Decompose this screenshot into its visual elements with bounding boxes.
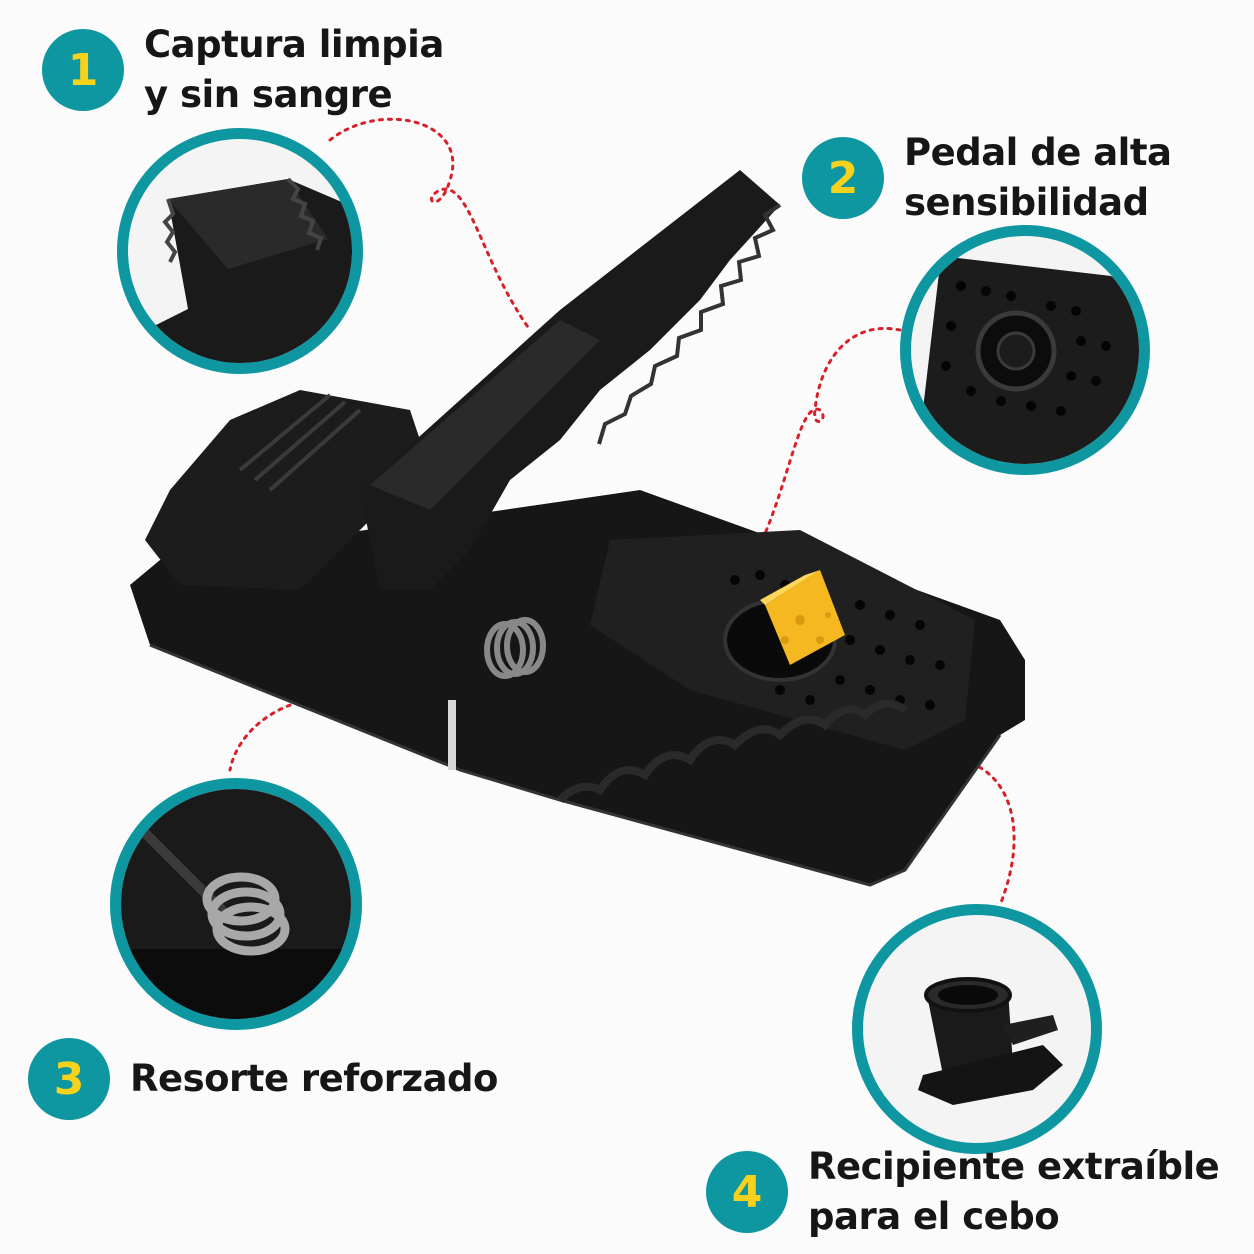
- feature-4: 4 Recipiente extraíble para el cebo: [706, 1142, 1220, 1242]
- feature-1-badge: 1: [42, 29, 124, 111]
- cheese-icon: [760, 570, 845, 665]
- detail-circle-spring: [110, 778, 362, 1030]
- feature-2-line2: sensibilidad: [904, 181, 1149, 224]
- bait-cup-icon: [918, 977, 1063, 1105]
- spring-closeup-icon: [121, 789, 351, 1019]
- detail-circle-bait-cup: [852, 904, 1102, 1154]
- feature-1-label: Captura limpia y sin sangre: [144, 20, 444, 120]
- feature-1-line1: Captura limpia: [144, 23, 444, 66]
- feature-4-line2: para el cebo: [808, 1195, 1060, 1238]
- feature-2-badge: 2: [802, 137, 884, 219]
- connector-1: [328, 117, 532, 332]
- feature-4-label: Recipiente extraíble para el cebo: [808, 1142, 1220, 1242]
- detail-circle-jaw: [117, 128, 363, 374]
- jaw-closeup-icon: [128, 177, 352, 363]
- feature-3-badge: 3: [28, 1038, 110, 1120]
- feature-4-badge: 4: [706, 1151, 788, 1233]
- feature-2: 2 Pedal de alta sensibilidad: [802, 128, 1172, 228]
- feature-1-line2: y sin sangre: [144, 73, 393, 116]
- feature-3-line1: Resorte reforzado: [130, 1057, 498, 1100]
- connector-2: [758, 327, 902, 547]
- feature-2-line1: Pedal de alta: [904, 131, 1172, 174]
- feature-2-label: Pedal de alta sensibilidad: [904, 128, 1172, 228]
- feature-4-line1: Recipiente extraíble: [808, 1145, 1220, 1188]
- feature-3-label: Resorte reforzado: [130, 1054, 498, 1104]
- feature-3: 3 Resorte reforzado: [28, 1038, 498, 1120]
- detail-circle-pedal: [900, 225, 1150, 475]
- feature-1: 1 Captura limpia y sin sangre: [42, 20, 444, 120]
- pedal-closeup-icon: [911, 256, 1139, 464]
